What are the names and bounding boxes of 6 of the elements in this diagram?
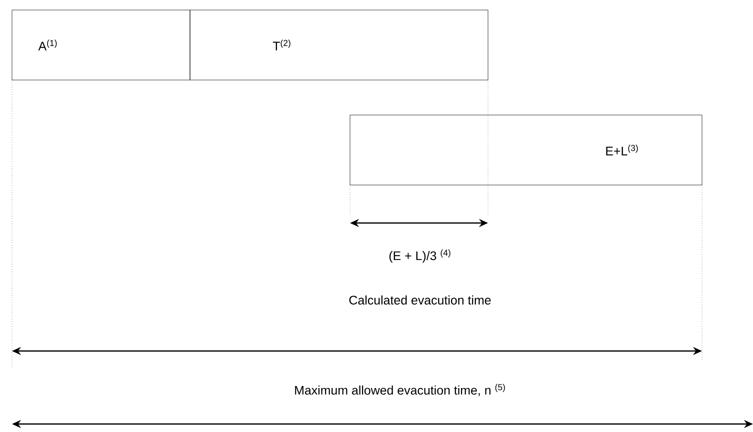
timeline-box: E+L$^{(3)}$ — [350, 114, 702, 186]
timeline-box: T$^{(2)}$ — [190, 10, 488, 80]
dimension-label: Calculated evacution time — [349, 295, 491, 305]
timeline-box: A$^{(1)}$ — [12, 10, 190, 80]
dimension-label: (E + L)/3 $^{(4)}$ — [389, 249, 450, 263]
dimension-label: Maximum allowed evacution time, n $^{(5)}$ — [295, 384, 505, 396]
